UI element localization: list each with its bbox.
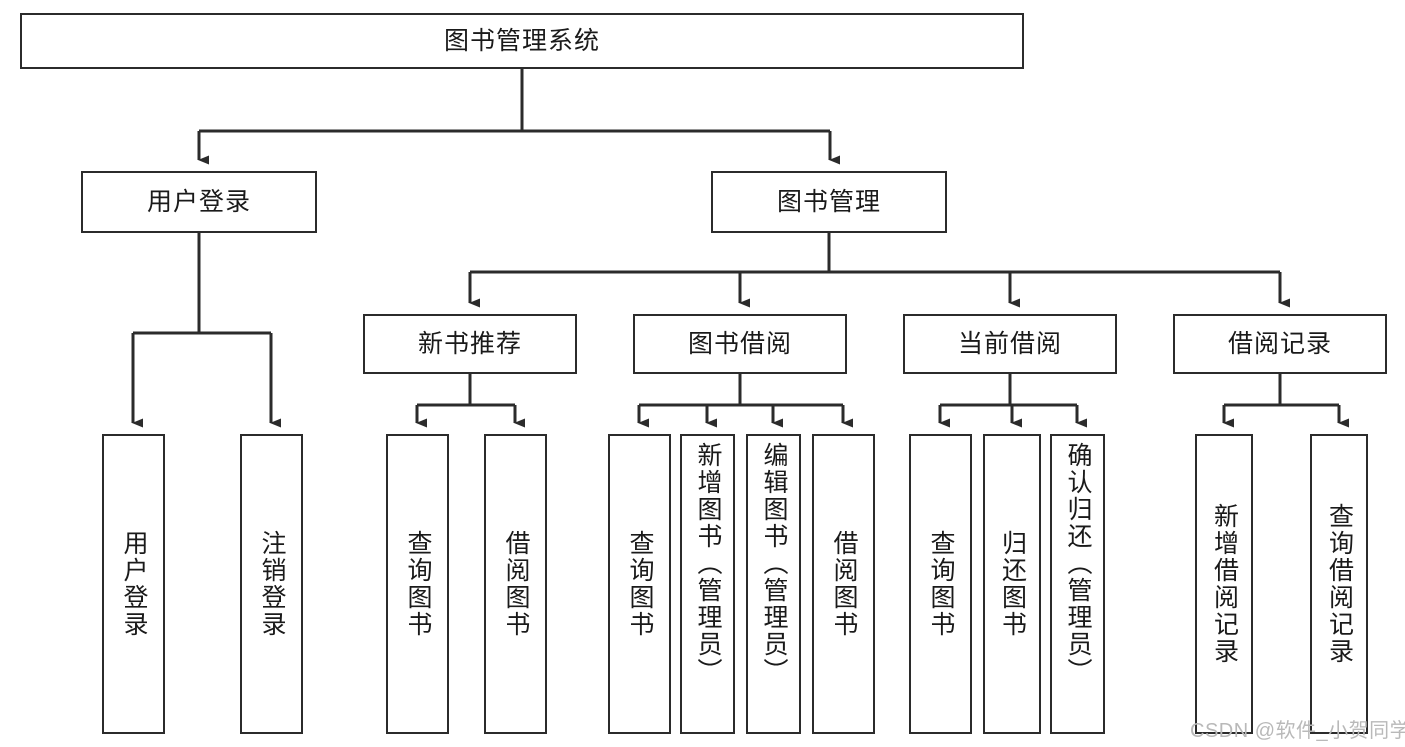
node-label: 查询图书	[404, 530, 432, 638]
node-label: 当前借阅	[957, 329, 1062, 358]
node-label: 借阅记录	[1227, 329, 1332, 358]
node-label: 新增借阅记录	[1210, 503, 1239, 665]
node-leaf-user-logout[interactable]: 注销登录	[240, 434, 303, 734]
node-leaf-borrow-book-2[interactable]: 借阅图书	[812, 434, 875, 734]
node-label: 图书管理系统	[443, 26, 600, 55]
node-leaf-edit-book[interactable]: 编辑图书（管理员）	[746, 434, 801, 734]
node-leaf-return-book[interactable]: 归还图书	[983, 434, 1041, 734]
node-new-book-recommend[interactable]: 新书推荐	[363, 314, 577, 374]
node-leaf-add-borrow-record[interactable]: 新增借阅记录	[1195, 434, 1253, 734]
node-book-manage[interactable]: 图书管理	[711, 171, 947, 233]
node-label: 确认归还（管理员）	[1064, 442, 1092, 685]
node-label: 图书管理	[776, 187, 881, 216]
node-label: 图书借阅	[687, 329, 792, 358]
node-leaf-query-book-2[interactable]: 查询图书	[608, 434, 671, 734]
node-label: 用户登录	[120, 530, 148, 638]
node-current-borrow[interactable]: 当前借阅	[903, 314, 1117, 374]
node-root-system[interactable]: 图书管理系统	[20, 13, 1024, 69]
node-label: 借阅图书	[830, 530, 858, 638]
node-label: 归还图书	[998, 530, 1027, 638]
node-label: 新书推荐	[417, 329, 522, 358]
csdn-watermark: CSDN @软件_小贺同学	[1190, 720, 1405, 742]
node-label: 查询图书	[626, 530, 654, 638]
node-label: 编辑图书（管理员）	[760, 442, 788, 685]
node-leaf-confirm-return[interactable]: 确认归还（管理员）	[1050, 434, 1105, 734]
node-label: 查询图书	[927, 530, 955, 638]
node-leaf-borrow-book-1[interactable]: 借阅图书	[484, 434, 547, 734]
node-label: 借阅图书	[502, 530, 530, 638]
node-user-login[interactable]: 用户登录	[81, 171, 317, 233]
node-leaf-user-login[interactable]: 用户登录	[102, 434, 165, 734]
node-label: 用户登录	[146, 187, 251, 216]
node-label: 新增图书（管理员）	[694, 442, 722, 685]
node-borrow-record[interactable]: 借阅记录	[1173, 314, 1387, 374]
node-leaf-query-borrow-record[interactable]: 查询借阅记录	[1310, 434, 1368, 734]
node-label: 注销登录	[258, 530, 286, 638]
node-book-borrow[interactable]: 图书借阅	[633, 314, 847, 374]
node-label: 查询借阅记录	[1325, 503, 1354, 665]
node-leaf-query-book-3[interactable]: 查询图书	[909, 434, 972, 734]
node-leaf-query-book-1[interactable]: 查询图书	[386, 434, 449, 734]
node-leaf-add-book[interactable]: 新增图书（管理员）	[680, 434, 735, 734]
